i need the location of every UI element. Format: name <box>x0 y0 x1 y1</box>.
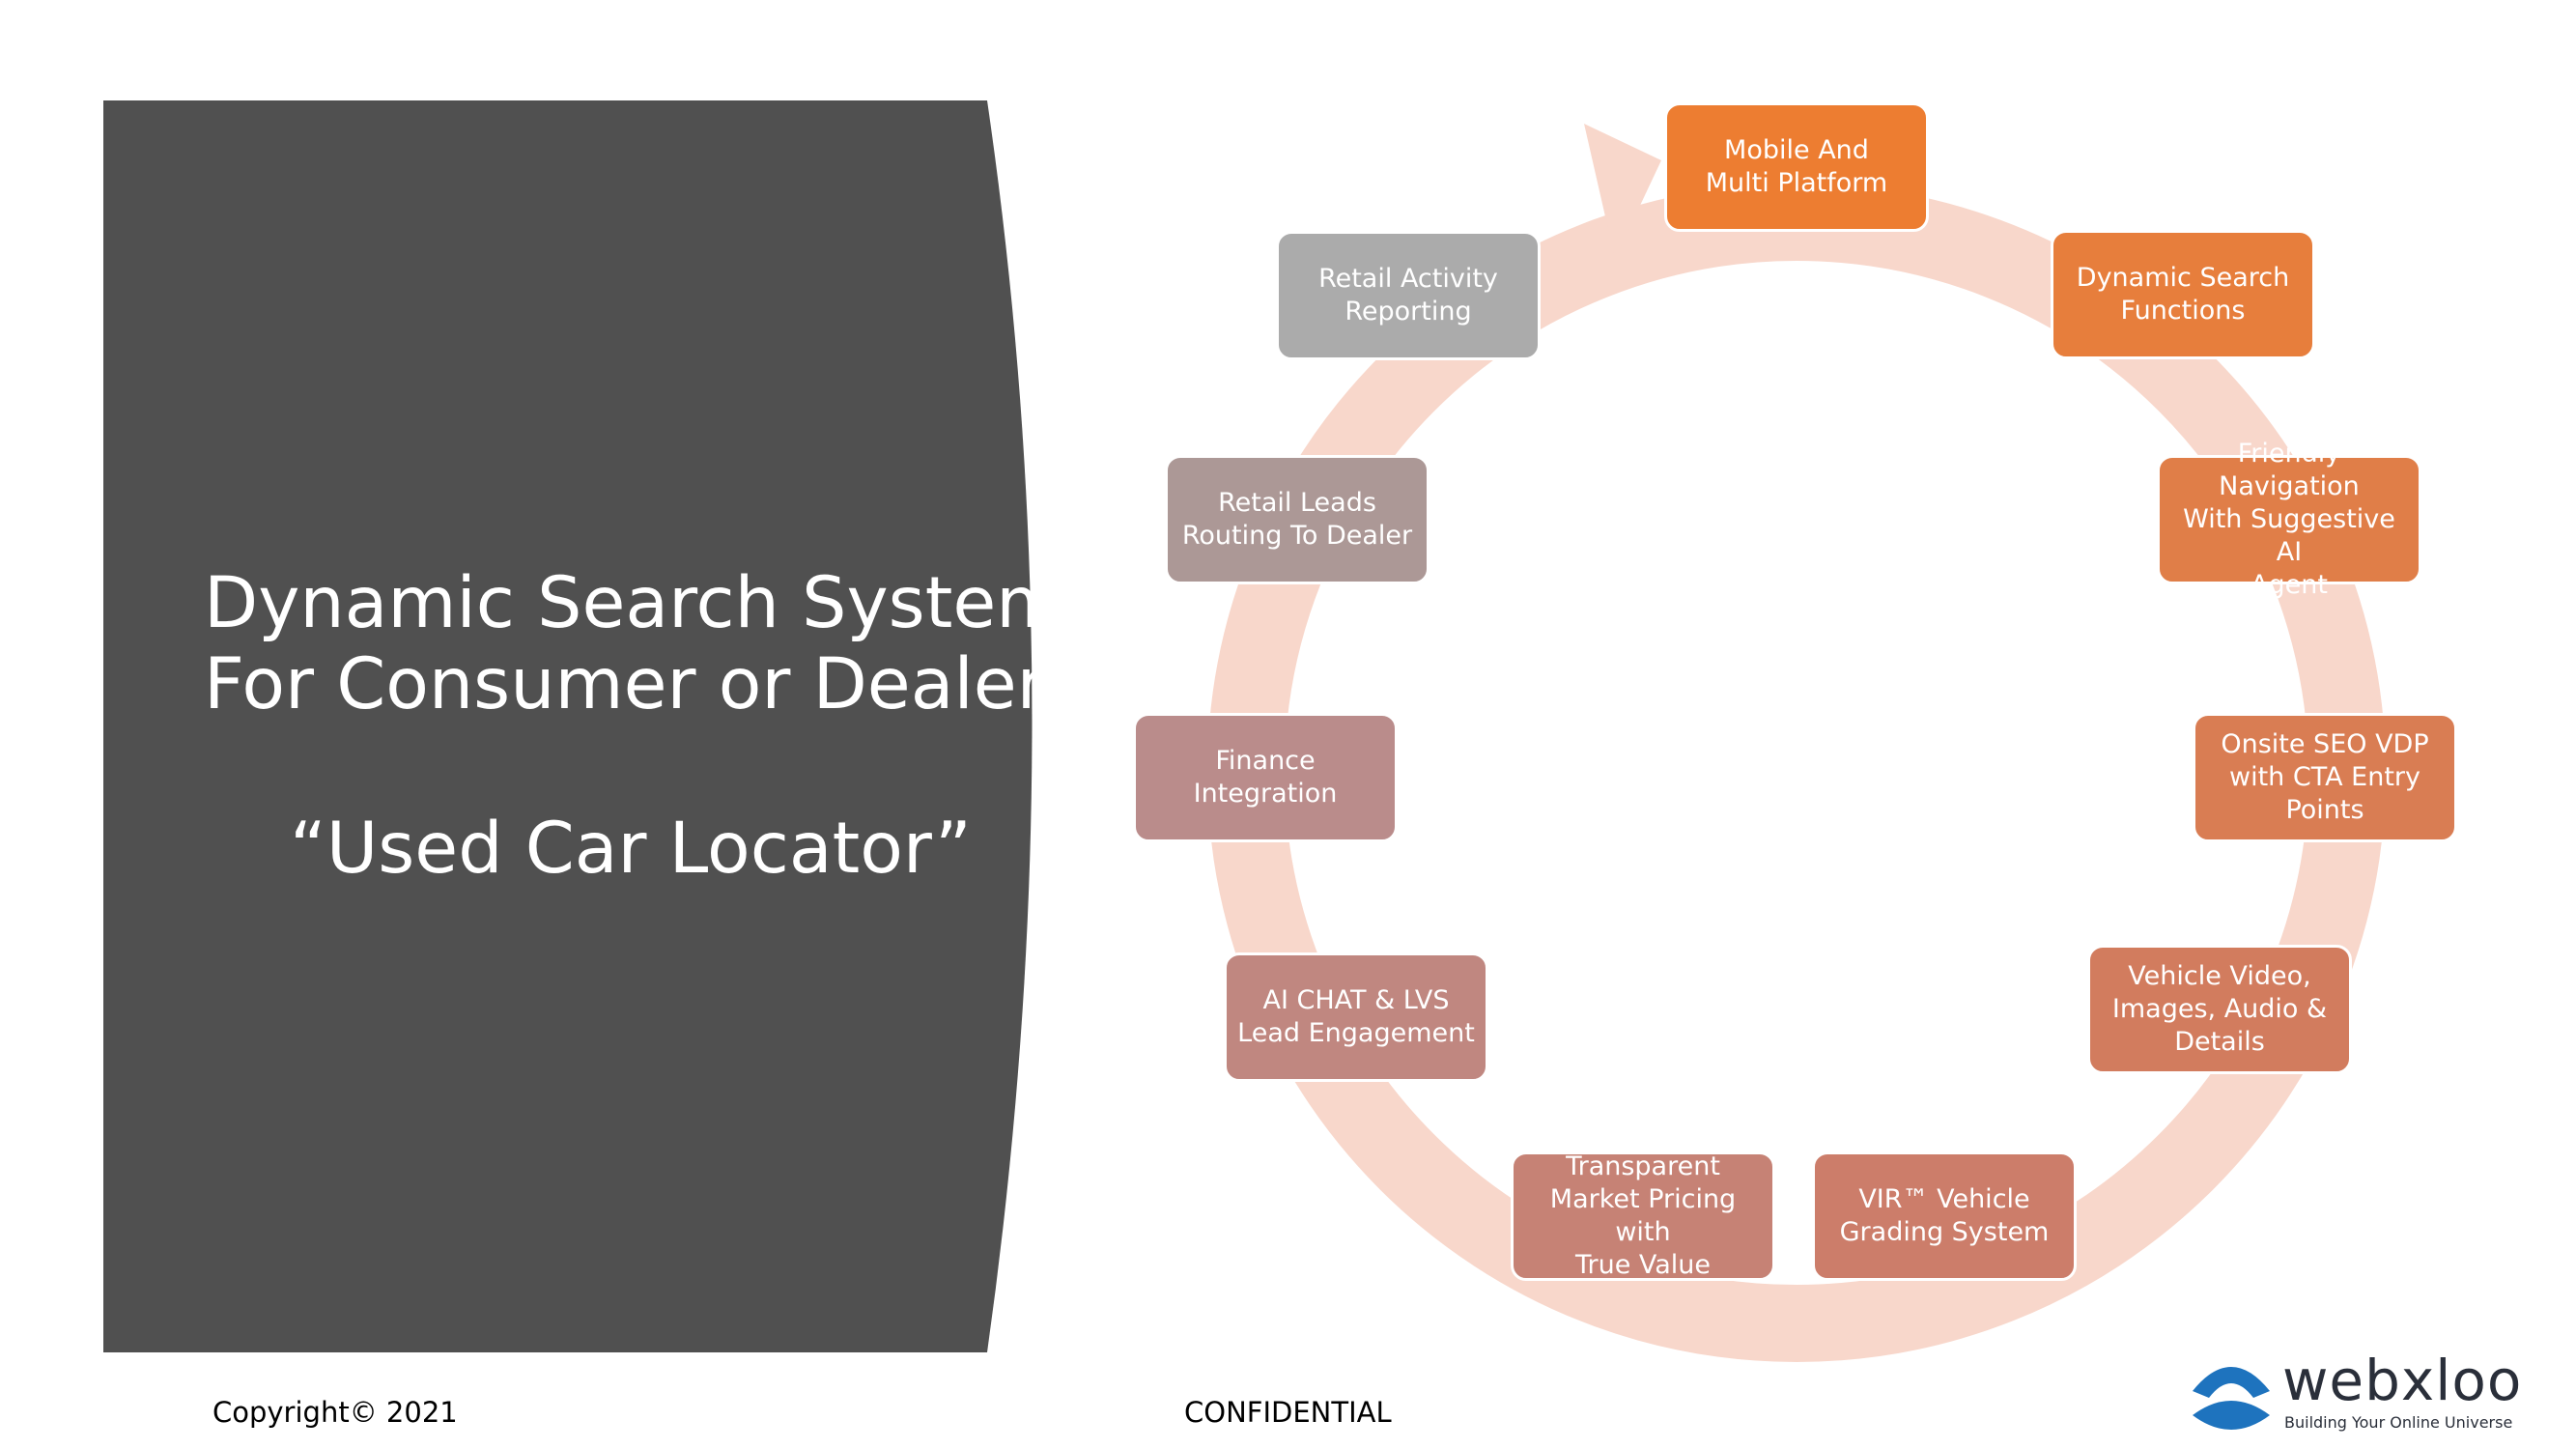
logo-mark-icon <box>2193 1367 2270 1430</box>
cycle-ring <box>1207 184 2386 1362</box>
cycle-node: Dynamic Search Functions <box>2051 230 2315 359</box>
confidential-text: CONFIDENTIAL <box>1184 1396 1392 1429</box>
cycle-node: VIR™ Vehicle Grading System <box>1812 1151 2077 1281</box>
cycle-node: Onsite SEO VDP with CTA Entry Points <box>2193 713 2457 842</box>
title-line-3: “Used Car Locator” <box>290 808 972 890</box>
copyright-text: Copyright© 2021 <box>212 1396 458 1429</box>
title-line-2: For Consumer or Dealer <box>204 643 1046 725</box>
webxloo-logo: webxloo Building Your Online Universe <box>2188 1348 2521 1444</box>
cycle-node: Vehicle Video, Images, Audio & Details <box>2087 945 2352 1074</box>
cycle-node: Retail Activity Reporting <box>1276 231 1541 360</box>
cycle-node: Finance Integration <box>1133 713 1398 842</box>
logo-wordmark: webxloo <box>2282 1348 2523 1413</box>
cycle-node: Retail Leads Routing To Dealer <box>1165 455 1430 584</box>
cycle-node: Mobile And Multi Platform <box>1664 102 1929 232</box>
cycle-node: Friendly Navigation With Suggestive AI A… <box>2157 439 2421 600</box>
logo-tagline: Building Your Online Universe <box>2284 1413 2513 1432</box>
cycle-arrowhead <box>1584 124 1661 259</box>
title-line-1: Dynamic Search System <box>204 562 1065 644</box>
cycle-node: Transparent Market Pricing with True Val… <box>1511 1151 1775 1281</box>
cycle-node: AI CHAT & LVS Lead Engagement <box>1224 952 1488 1082</box>
